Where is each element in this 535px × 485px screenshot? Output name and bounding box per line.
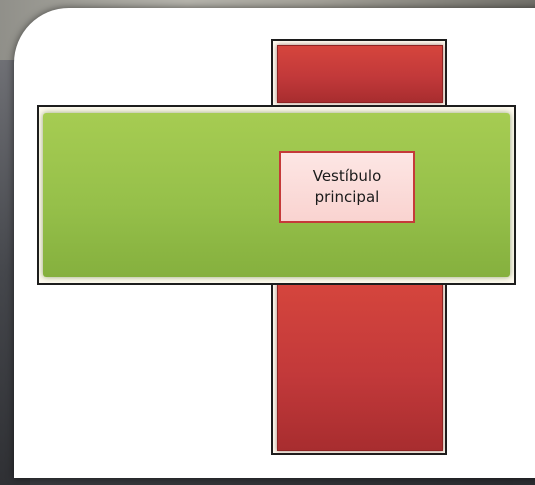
main-hall-label: Vestíbulo principal	[312, 167, 382, 206]
bottom-room	[277, 283, 443, 451]
top-room	[277, 45, 443, 103]
main-hall-label-box: Vestíbulo principal	[279, 151, 415, 223]
main-hall	[43, 113, 510, 277]
